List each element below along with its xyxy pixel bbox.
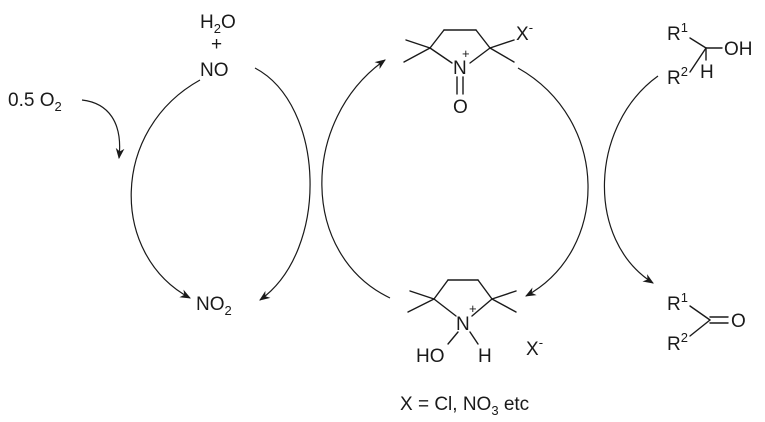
ring-bond-upper-left bbox=[429, 29, 445, 49]
methyl-bond-left-high bbox=[405, 39, 431, 49]
oxoammonium-charge: + bbox=[462, 46, 470, 61]
r2-bond bbox=[689, 47, 707, 73]
ring-bond-upper-left bbox=[433, 279, 449, 300]
arc-alcohol-to-ketone bbox=[603, 75, 659, 284]
methyl-bond-right-high bbox=[491, 290, 517, 300]
arc-hydroxylamine-to-oxoammonium bbox=[321, 59, 391, 299]
oxygen-label: 0.5 O2 bbox=[8, 90, 62, 114]
alcohol-structure: R1 R2 OH H bbox=[667, 20, 753, 89]
hydroxylamine-anion: X- bbox=[526, 335, 543, 360]
ring-bond-lower-right bbox=[469, 47, 491, 64]
oxoammonium-anion: X- bbox=[516, 20, 533, 45]
ring-bond-lower-left bbox=[433, 298, 457, 317]
ring-bond-lower-right bbox=[471, 298, 493, 317]
arc-oxygen-input bbox=[81, 99, 125, 160]
methyl-bond-right-low bbox=[491, 298, 517, 313]
anion-footnote: X = Cl, NO3 etc bbox=[400, 394, 529, 418]
ring-bond-upper-right bbox=[475, 29, 491, 49]
ketone-r1: R1 bbox=[667, 290, 688, 315]
ring-bond-upper-right bbox=[477, 279, 493, 300]
n-oh-bond bbox=[447, 331, 459, 345]
ketone-structure: R1 R2 O bbox=[667, 290, 746, 355]
ketone-oxygen: O bbox=[731, 311, 746, 332]
arc-no-to-no2 bbox=[130, 79, 201, 299]
arc-oxoammonium-to-hydroxylamine bbox=[517, 67, 589, 297]
methyl-bond-left-low bbox=[407, 298, 435, 313]
hydroxylamine-nitrogen: N bbox=[456, 314, 470, 335]
alcohol-oh: OH bbox=[724, 39, 753, 60]
oxoammonium-structure: N + O X- bbox=[403, 20, 533, 118]
alcohol-h: H bbox=[700, 62, 714, 83]
methyl-bond-right-low bbox=[489, 47, 515, 63]
methyl-bond-right-high bbox=[489, 39, 515, 49]
nitrogen-dioxide-label: NO2 bbox=[196, 294, 232, 318]
r1-bond bbox=[689, 37, 707, 49]
water-label: H2O bbox=[200, 12, 236, 36]
oxoammonium-nitrogen: N bbox=[453, 58, 467, 79]
hydroxyl-label: HO bbox=[416, 346, 445, 367]
ketone-r2: R2 bbox=[667, 330, 688, 355]
r1-bond bbox=[689, 305, 711, 321]
oxoammonium-oxygen: O bbox=[453, 97, 468, 118]
r2-bond bbox=[689, 319, 711, 337]
hydroxylamine-charge: + bbox=[469, 301, 477, 316]
alcohol-r2: R2 bbox=[667, 64, 688, 89]
hydroxylamine-structure: N + HO H X- bbox=[407, 279, 543, 367]
n-h-bond bbox=[469, 331, 479, 345]
ring-bond-lower-left bbox=[429, 47, 453, 64]
arc-no2-to-no bbox=[254, 67, 311, 301]
methyl-bond-left-low bbox=[403, 47, 431, 63]
alcohol-r1: R1 bbox=[667, 20, 688, 45]
nitric-oxide-label: NO bbox=[200, 60, 229, 81]
hydrogen-label: H bbox=[478, 346, 492, 367]
plus-sign: + bbox=[211, 34, 222, 55]
methyl-bond-left-high bbox=[409, 290, 435, 300]
